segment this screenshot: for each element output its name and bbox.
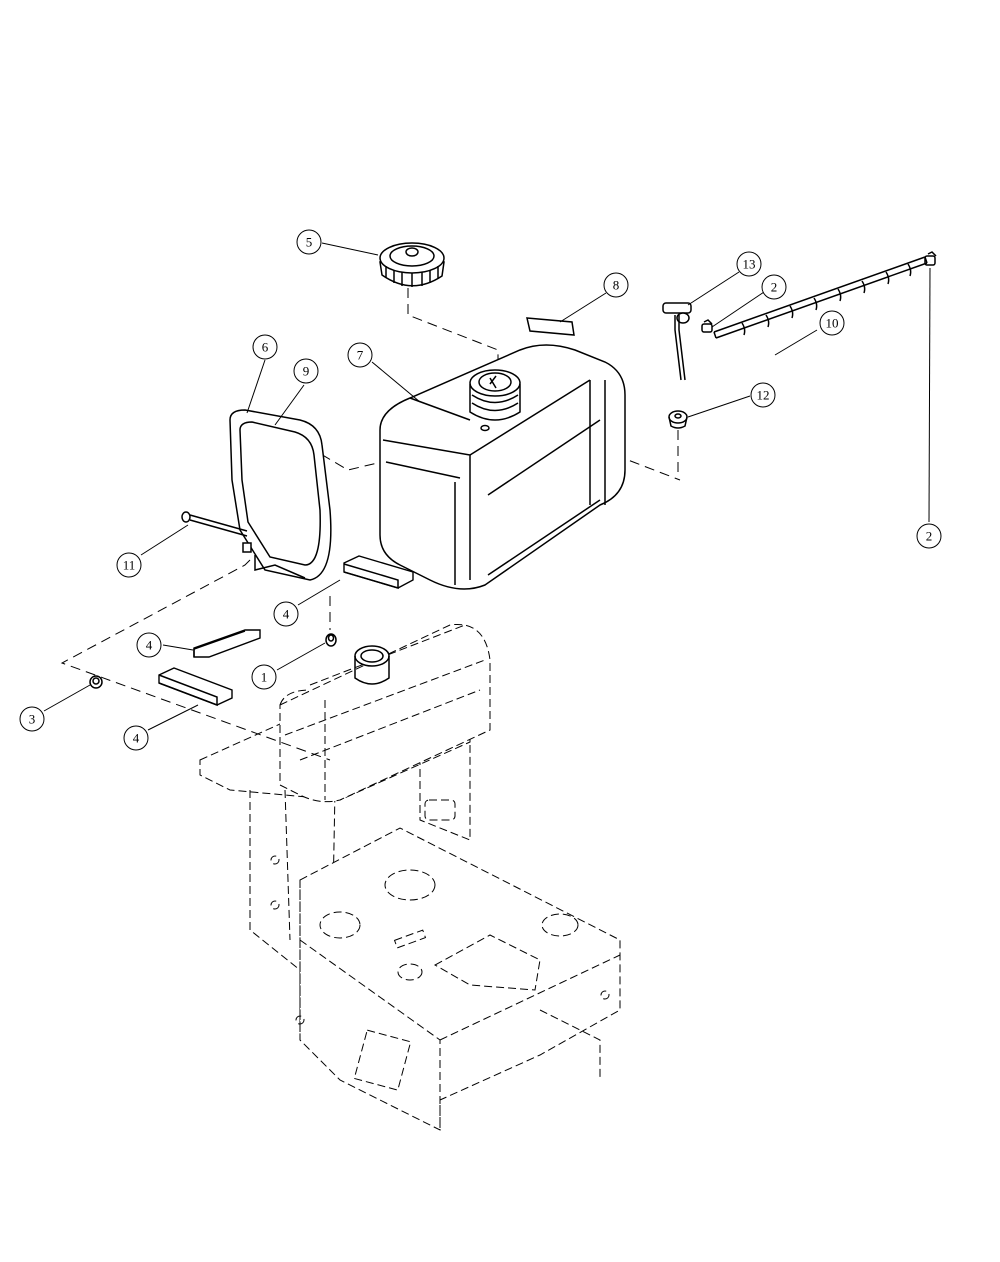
callout-label: 1 (261, 670, 268, 685)
tank-strap (229, 409, 332, 581)
callout-8: 8 (603, 272, 629, 298)
callout-2-upper: 2 (761, 274, 787, 300)
chassis-frame (199, 623, 621, 1131)
callout-7: 7 (347, 342, 373, 368)
callout-label: 4 (133, 731, 140, 746)
callout-label: 6 (262, 340, 269, 355)
callout-label: 7 (357, 348, 364, 363)
filler-neck (354, 645, 390, 685)
callout-3: 3 (19, 706, 45, 732)
filler-cap (379, 242, 445, 287)
callout-label: 9 (303, 364, 310, 379)
callout-label: 2 (926, 529, 933, 544)
rubber-pads (158, 555, 414, 707)
callout-label: 4 (283, 607, 290, 622)
bolt (181, 511, 248, 537)
callout-label: 5 (306, 235, 313, 250)
callout-6: 6 (252, 334, 278, 360)
callout-5: 5 (296, 229, 322, 255)
decal (526, 317, 575, 336)
callout-label: 2 (771, 280, 778, 295)
callout-label: 12 (757, 388, 770, 403)
callout-label: 10 (826, 316, 839, 331)
callout-label: 11 (123, 558, 136, 573)
callout-4-upper: 4 (273, 601, 299, 627)
fuel-sender (662, 302, 692, 381)
callout-4-lower: 4 (123, 725, 149, 751)
callout-13: 13 (736, 251, 762, 277)
assembly-lines (60, 288, 681, 761)
callout-11: 11 (116, 552, 142, 578)
callout-leaders (43, 242, 931, 731)
callout-label: 4 (146, 638, 153, 653)
callout-4-middle: 4 (136, 632, 162, 658)
nuts (89, 633, 337, 689)
callout-label: 13 (743, 257, 756, 272)
hose-clamps (701, 251, 937, 333)
callout-9: 9 (293, 358, 319, 384)
fuel-hose (713, 256, 928, 339)
grommet (668, 410, 688, 429)
callout-12: 12 (750, 382, 776, 408)
callout-label: 3 (29, 712, 36, 727)
callout-1: 1 (251, 664, 277, 690)
callout-10: 10 (819, 310, 845, 336)
callout-label: 8 (613, 278, 620, 293)
fuel-tank (379, 344, 626, 590)
callout-2-lower: 2 (916, 523, 942, 549)
